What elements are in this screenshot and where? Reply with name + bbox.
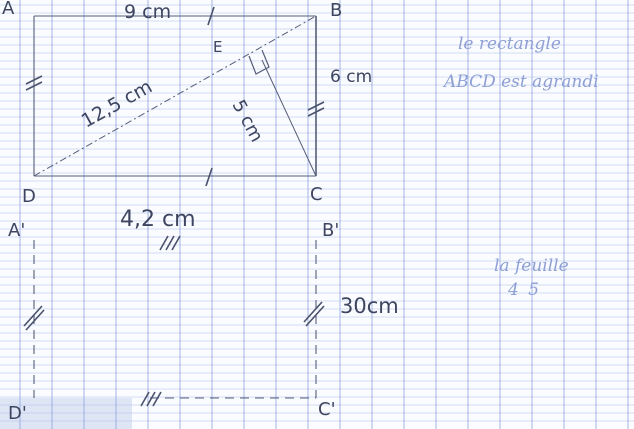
ticks-b-prime-c-prime [303, 301, 325, 327]
vertex-c: C [310, 184, 323, 205]
vertex-b-prime: B' [322, 220, 340, 241]
length-db: 12,5 cm [78, 76, 156, 133]
vertex-a: A [2, 0, 15, 19]
vertex-a-prime: A' [8, 220, 26, 241]
height-ce [261, 59, 317, 177]
ticks-ad [25, 75, 43, 91]
vertex-d-prime: D' [8, 403, 27, 424]
length-dc: 4,2 cm [120, 207, 196, 232]
triple-ticks-dc [159, 235, 181, 251]
length-b-prime-c-prime: 30cm [340, 294, 399, 318]
rectangle-abcd [33, 15, 317, 177]
side-lengths: 9 cm 6 cm 12,5 cm 5 cm 4,2 cm 30cm [78, 1, 399, 318]
scan-corner-shading [0, 398, 132, 429]
vertex-e: E [213, 38, 223, 56]
note-top-line-2: ABCD est agrandi [444, 72, 599, 92]
length-ce: 5 cm [228, 96, 267, 145]
diagonal-db [33, 15, 317, 177]
length-ab: 9 cm [124, 1, 171, 23]
note-bottom-line-1: la feuille [494, 256, 569, 276]
note-bottom-line-2: 4 5 [508, 280, 542, 300]
congruence-ticks-a-prime [23, 235, 325, 407]
right-angle-mark [248, 49, 270, 75]
vertex-c-prime: C' [318, 399, 336, 420]
note-top-line-1: le rectangle [458, 34, 561, 54]
ticks-a-prime-d-prime [23, 305, 45, 331]
congruence-ticks-abcd [25, 6, 325, 187]
vertex-b: B [330, 0, 343, 21]
ticks-bc [307, 101, 325, 117]
tick-ab [207, 6, 215, 26]
vertex-d: D [22, 186, 36, 207]
rectangle-a-prime [33, 240, 317, 399]
length-bc: 6 cm [330, 67, 372, 87]
triple-ticks-d-prime-c-prime [140, 391, 162, 407]
tick-dc [205, 167, 213, 187]
